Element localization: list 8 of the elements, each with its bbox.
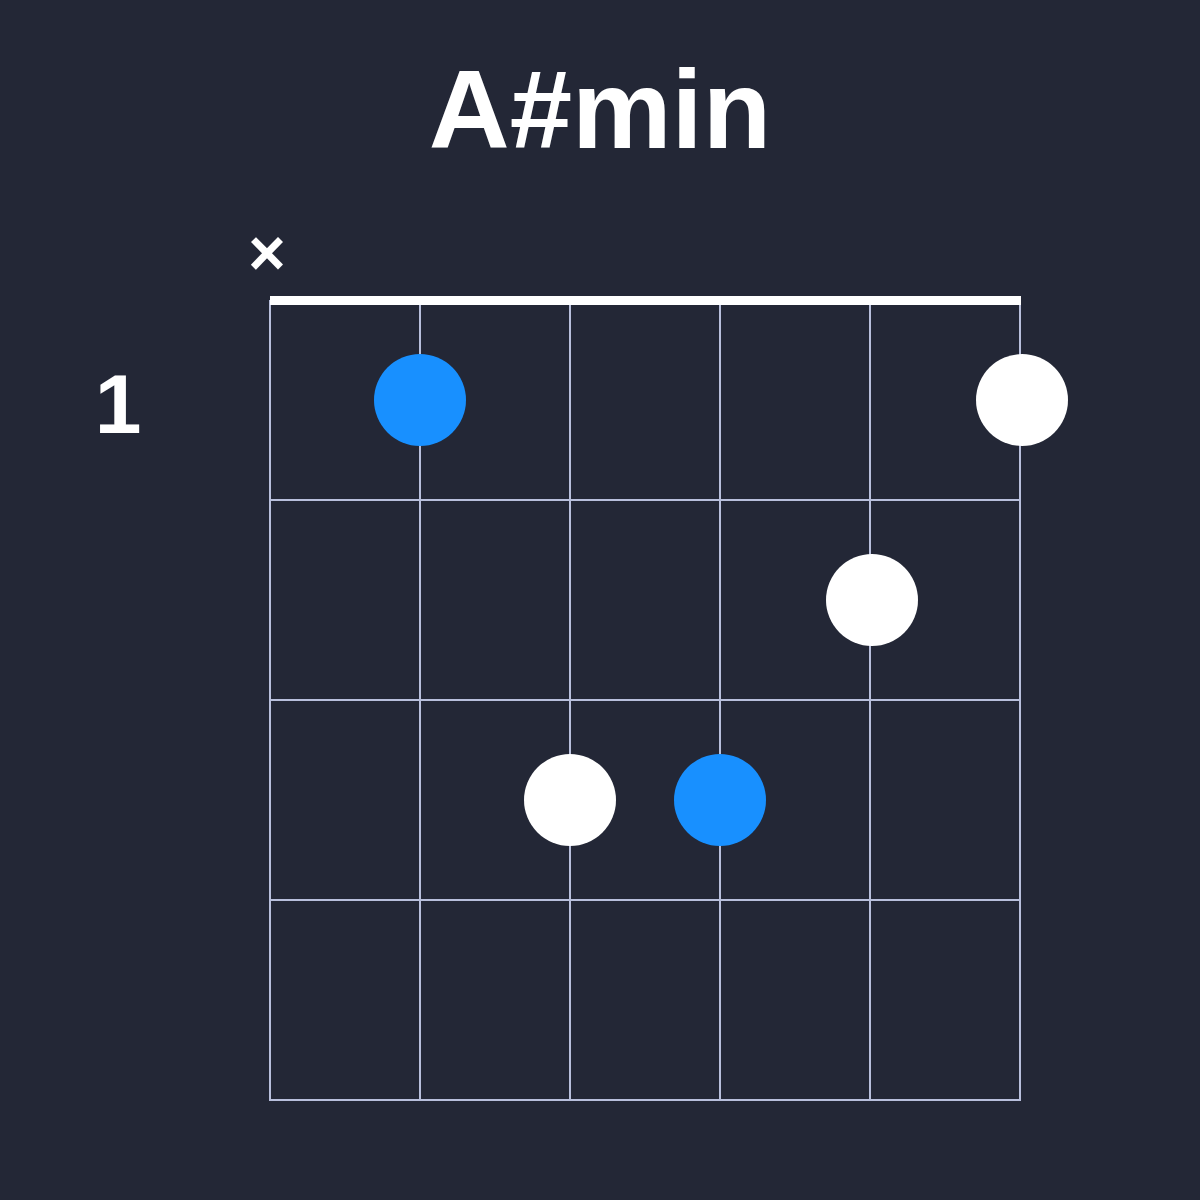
chord-title: A#min bbox=[427, 50, 773, 170]
muted-string-mark: × bbox=[247, 218, 287, 288]
finger-dot bbox=[674, 754, 766, 846]
fret-number: 1 bbox=[93, 358, 143, 450]
finger-dot bbox=[826, 554, 918, 646]
finger-dot bbox=[976, 354, 1068, 446]
finger-dot bbox=[524, 754, 616, 846]
finger-dot bbox=[374, 354, 466, 446]
